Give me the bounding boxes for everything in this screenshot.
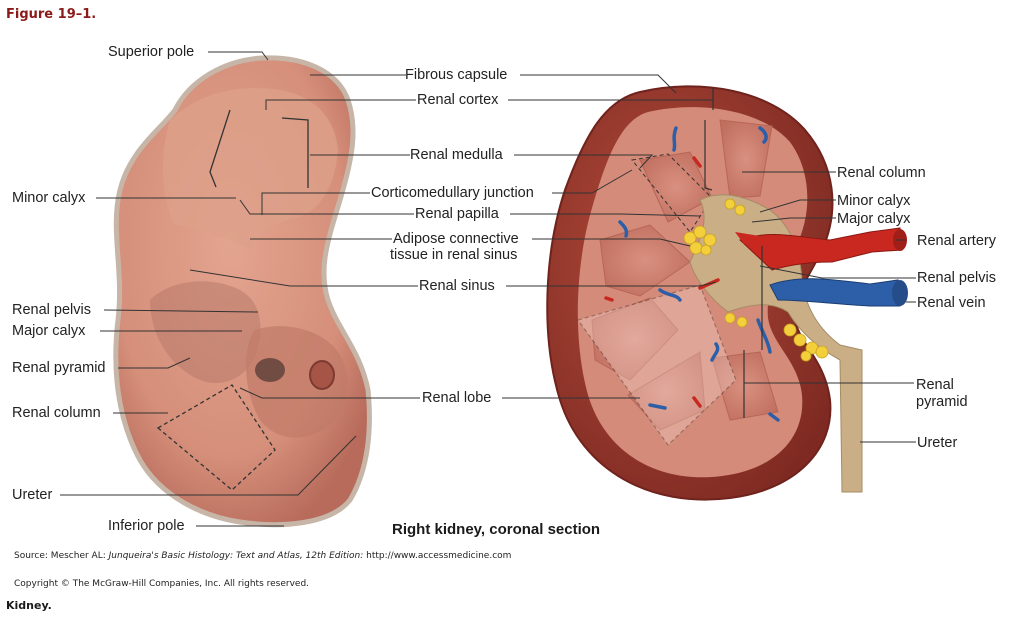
label-adipose-line1: Adipose connective xyxy=(393,231,519,247)
kidney-photo-section xyxy=(113,55,372,528)
source-credit: Source: Mescher AL: Junqueira's Basic Hi… xyxy=(14,551,511,561)
left-leader-lines xyxy=(60,51,357,527)
label-adipose-line2: tissue in renal sinus xyxy=(390,247,518,263)
illustration-artery-branch xyxy=(735,232,760,244)
label-renal-column-left: Renal column xyxy=(12,405,101,421)
figure-caption: Kidney. xyxy=(6,599,52,612)
label-corticomedullary-junction: Corticomedullary junction xyxy=(371,185,534,201)
diagram-caption: Right kidney, coronal section xyxy=(392,521,601,538)
photo-vessel-dark xyxy=(255,358,285,382)
illustration-pyramids xyxy=(591,119,779,431)
kidney-illustration-section xyxy=(546,85,908,501)
label-renal-medulla: Renal medulla xyxy=(410,147,503,163)
right-leader-lines xyxy=(742,171,916,443)
label-renal-sinus: Renal sinus xyxy=(419,278,495,294)
label-renal-pyramid-right-line1: Renal xyxy=(916,377,954,393)
photo-pelvis-area xyxy=(150,281,261,383)
label-renal-pyramid-left: Renal pyramid xyxy=(12,360,106,376)
label-renal-pyramid-right-line2: pyramid xyxy=(916,394,968,410)
illustration-small-vessels xyxy=(604,126,780,422)
label-minor-calyx-left: Minor calyx xyxy=(12,190,86,206)
label-renal-artery: Renal artery xyxy=(917,233,996,249)
label-renal-vein: Renal vein xyxy=(917,295,986,311)
photo-renal-lobe-outline xyxy=(156,384,276,491)
photo-vessel xyxy=(309,360,335,390)
source-book: Junqueira's Basic Histology: Text and At… xyxy=(108,551,364,561)
label-fibrous-capsule: Fibrous capsule xyxy=(405,67,508,83)
label-minor-calyx-right: Minor calyx xyxy=(837,193,911,209)
label-superior-pole: Superior pole xyxy=(108,44,195,60)
label-ureter-right: Ureter xyxy=(917,435,958,451)
label-major-calyx-right: Major calyx xyxy=(837,211,911,227)
source-url: http://www.accessmedicine.com xyxy=(363,551,512,561)
illustration-brackets xyxy=(704,88,763,418)
label-renal-pelvis-right: Renal pelvis xyxy=(917,270,996,286)
label-renal-cortex: Renal cortex xyxy=(417,92,499,108)
label-renal-lobe: Renal lobe xyxy=(422,390,492,406)
illustration-renal-artery xyxy=(739,227,903,271)
label-major-calyx-left: Major calyx xyxy=(12,323,86,339)
illustration-renal-lobe-outline xyxy=(577,284,737,446)
label-renal-papilla: Renal papilla xyxy=(415,206,499,222)
copyright-notice: Copyright © The McGraw-Hill Companies, I… xyxy=(14,579,310,589)
label-ureter-left: Ureter xyxy=(12,487,53,503)
source-prefix: Source: Mescher AL: xyxy=(14,551,109,561)
photo-upper-pyramids xyxy=(163,88,338,250)
center-leader-lines xyxy=(189,74,717,399)
illustration-adipose-fat xyxy=(683,198,829,362)
label-renal-pelvis-left: Renal pelvis xyxy=(12,302,91,318)
label-inferior-pole: Inferior pole xyxy=(108,518,185,534)
photo-lower-calyx xyxy=(245,326,348,438)
label-renal-column-right: Renal column xyxy=(837,165,926,181)
photo-brackets xyxy=(209,109,309,188)
illustration-vein-end xyxy=(892,280,908,306)
figure-title: Figure 19–1. xyxy=(6,7,97,22)
